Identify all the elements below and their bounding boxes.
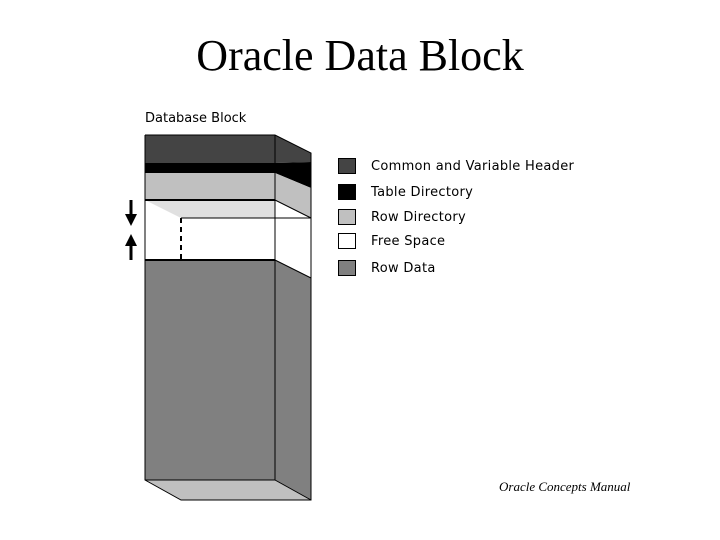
block-table-directory-side (275, 162, 311, 188)
block-row-directory-top-face (145, 200, 311, 218)
block-row-data-side (275, 260, 311, 500)
row-directory-side-edge (274, 199, 312, 219)
legend-item-table-directory: Table Directory (338, 183, 473, 201)
down-arrow-icon (125, 200, 137, 226)
legend-item-free-space: Free Space (338, 232, 445, 250)
legend-item-header: Common and Variable Header (338, 157, 574, 175)
legend-swatch-header (338, 158, 356, 174)
block-row-directory-front (145, 173, 275, 200)
block-row-directory-side (275, 173, 311, 218)
legend-swatch-row-directory (338, 209, 356, 225)
legend-item-row-data: Row Data (338, 259, 436, 277)
legend-label-row-data: Row Data (371, 260, 436, 276)
block-header-side (275, 135, 311, 163)
legend-item-row-directory: Row Directory (338, 208, 466, 226)
legend-label-free-space: Free Space (371, 233, 446, 249)
block-header-front (145, 135, 275, 163)
slide-title: Oracle Data Block (196, 31, 524, 80)
block-bottom-side-edge (274, 479, 312, 501)
source-credit: Oracle Concepts Manual (499, 479, 631, 494)
up-arrow-icon (125, 234, 137, 260)
legend-swatch-row-data (338, 260, 356, 276)
block-free-space-side (275, 200, 311, 278)
legend-label-header: Common and Variable Header (371, 158, 575, 174)
database-block-label: Database Block (145, 111, 247, 126)
legend-label-row-directory: Row Directory (371, 209, 466, 225)
legend-swatch-table-directory (338, 184, 356, 200)
legend-swatch-free-space (338, 233, 356, 249)
free-space-side-edge (274, 259, 312, 279)
block-bottom-face (145, 480, 311, 500)
legend-label-table-directory: Table Directory (371, 184, 474, 200)
block-table-directory-front (145, 163, 275, 173)
block-row-data-front (145, 260, 275, 480)
